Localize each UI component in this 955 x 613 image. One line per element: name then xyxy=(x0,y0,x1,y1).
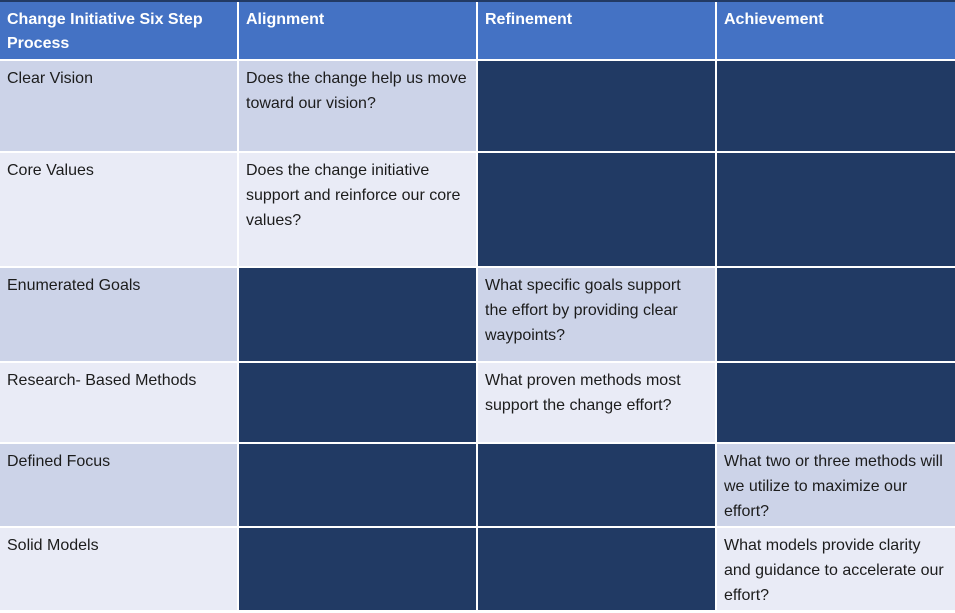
blocked-cell xyxy=(239,528,476,610)
header-cell-refinement: Refinement xyxy=(478,2,715,59)
question-cell-defined-focus: What two or three methods will we utiliz… xyxy=(717,444,955,526)
question-cell-enumerated-goals: What specific goals support the effort b… xyxy=(478,268,715,361)
header-cell-process: Change Initiative Six Step Process xyxy=(0,2,237,59)
step-cell-core-values: Core Values xyxy=(0,153,237,266)
blocked-cell xyxy=(478,444,715,526)
blocked-cell xyxy=(239,444,476,526)
step-cell-research-based-methods: Research- Based Methods xyxy=(0,363,237,442)
blocked-cell xyxy=(478,61,715,151)
question-cell-clear-vision: Does the change help us move toward our … xyxy=(239,61,476,151)
step-cell-clear-vision: Clear Vision xyxy=(0,61,237,151)
blocked-cell xyxy=(717,61,955,151)
blocked-cell xyxy=(717,363,955,442)
step-cell-enumerated-goals: Enumerated Goals xyxy=(0,268,237,361)
step-cell-defined-focus: Defined Focus xyxy=(0,444,237,526)
question-cell-core-values: Does the change initiative support and r… xyxy=(239,153,476,266)
blocked-cell xyxy=(478,528,715,610)
blocked-cell xyxy=(239,268,476,361)
step-cell-solid-models: Solid Models xyxy=(0,528,237,610)
header-cell-alignment: Alignment xyxy=(239,2,476,59)
header-cell-achievement: Achievement xyxy=(717,2,955,59)
blocked-cell xyxy=(717,268,955,361)
blocked-cell xyxy=(717,153,955,266)
blocked-cell xyxy=(239,363,476,442)
question-cell-research-based-methods: What proven methods most support the cha… xyxy=(478,363,715,442)
question-cell-solid-models: What models provide clarity and guidance… xyxy=(717,528,955,610)
blocked-cell xyxy=(478,153,715,266)
